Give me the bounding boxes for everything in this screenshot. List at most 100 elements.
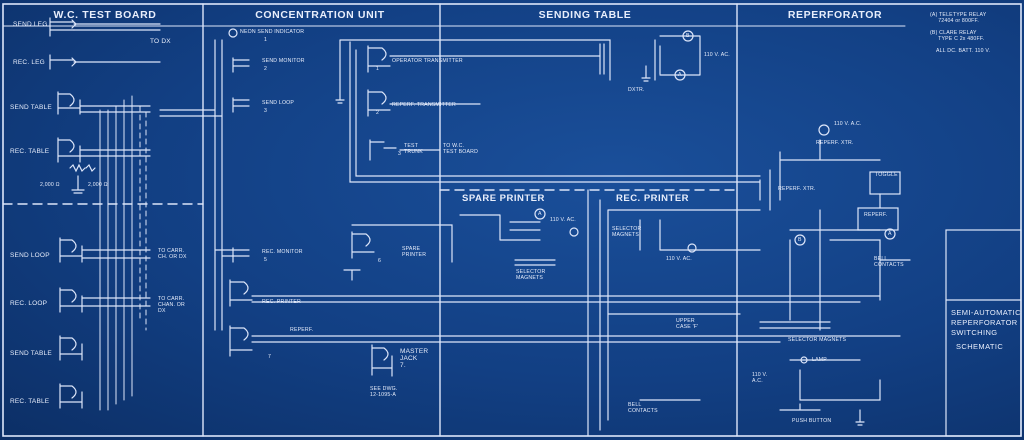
test-trunk-jack xyxy=(369,139,397,161)
label-spare-ac: 110 V. AC. xyxy=(550,217,576,223)
label-operator-transmitter: OPERATOR TRANSMITTER xyxy=(392,58,463,64)
label-rec-table-bottom: REC. TABLE xyxy=(10,398,50,405)
label-lamp: LAMP xyxy=(812,357,827,363)
toggle-box xyxy=(869,171,901,195)
label-reperf-relay-a: A xyxy=(888,231,892,237)
wire-to-dx-1 xyxy=(73,23,161,31)
label-selector-magnets: SELECTOR MAGNETS xyxy=(788,337,847,343)
label-send-table-top: SEND TABLE xyxy=(10,104,52,111)
label-test-trunk: TEST TRUNK xyxy=(404,143,423,155)
label-master-jack: MASTER JACK 7. xyxy=(400,348,429,369)
jack-rec-leg xyxy=(49,54,77,70)
neon-indicator xyxy=(228,28,238,38)
label-to-wc: TO W.C. TEST BOARD xyxy=(443,143,479,155)
jack-send-table-bottom xyxy=(59,335,83,361)
label-rec-printer-cu: REC. PRINTER xyxy=(262,299,302,305)
wire-rec-table xyxy=(79,149,151,157)
label-reperf-xtr-top: REPERF. XTR. xyxy=(816,140,854,146)
label-rec-leg: REC. LEG xyxy=(13,59,45,66)
sheet-border xyxy=(2,3,1022,437)
label-reperf-ac-bottom: 110 V. A.C. xyxy=(752,372,768,384)
jack-send-loop-cu xyxy=(232,97,250,113)
label-spare-selector: SELECTOR MAGNETS xyxy=(516,269,546,281)
label-send-monitor: SEND MONITOR xyxy=(262,58,305,64)
resistors xyxy=(69,163,96,194)
reperf-xtr-top xyxy=(779,139,881,201)
jack-rec-table-top xyxy=(57,137,81,163)
spare-relay xyxy=(509,221,541,231)
reperf-wiring xyxy=(789,193,911,331)
wire-send-table xyxy=(79,105,151,113)
label-rec-selector: SELECTOR MAGNETS xyxy=(612,226,642,238)
label-reperf-box: REPERF. xyxy=(864,212,888,218)
spare-ac xyxy=(569,227,579,237)
label-to-carr-1: TO CARR. CH. OR DX xyxy=(158,248,187,260)
label-spare-num: 6 xyxy=(378,258,382,264)
label-send-monitor-num: 2 xyxy=(264,66,268,72)
label-reperf-relay-b: B xyxy=(798,237,802,243)
sending-ground xyxy=(641,65,651,82)
spare-printer-jack xyxy=(351,231,375,259)
reperf-ac-top xyxy=(818,124,830,136)
label-spare-relay-a: A xyxy=(538,211,542,217)
label-jack-7: 7 xyxy=(268,354,272,360)
label-reperf-bell: BELL CONTACTS xyxy=(874,256,904,268)
jack-rec-printer-cu xyxy=(229,279,253,307)
reperf-relay-a xyxy=(884,228,896,240)
label-to-dx: TO DX xyxy=(150,38,171,45)
label-test-num: 3 xyxy=(398,151,402,157)
label-rec-bell: BELL CONTACTS xyxy=(628,402,658,414)
reperf-relay-b xyxy=(794,234,806,246)
label-relay-a-sending: A xyxy=(678,72,682,78)
label-send-leg: SEND LEG xyxy=(13,21,48,28)
label-upper-case: UPPER CASE 'F' xyxy=(676,318,699,330)
label-send-table-bottom: SEND TABLE xyxy=(10,350,52,357)
jack-send-table-top xyxy=(57,91,81,115)
dashed-bus-1 xyxy=(139,105,147,331)
long-wire-reperf xyxy=(251,335,901,343)
label-reperf-ac-top: 110 V. A.C. xyxy=(834,121,862,127)
rec-printer-bus xyxy=(599,199,761,431)
note-dc-batt: ALL DC. BATT. 110 V. xyxy=(936,48,991,54)
heading-spare-printer: SPARE PRINTER xyxy=(462,193,545,204)
title-block-subtitle: SCHEMATIC xyxy=(956,342,1004,351)
heading-rec-printer: REC. PRINTER xyxy=(616,193,690,204)
rec-ac xyxy=(687,243,697,253)
spare-relay-a xyxy=(534,208,546,220)
label-see-dwg: SEE DWG. 12-1095-A xyxy=(370,386,398,398)
master-jack-drawing xyxy=(371,344,393,377)
lamp-symbol xyxy=(800,356,808,364)
jack-send-loop xyxy=(59,237,83,263)
spare-bus xyxy=(343,214,541,281)
label-rec-ac: 110 V. AC. xyxy=(666,256,692,262)
sending-bus xyxy=(339,39,761,183)
label-reperf-num: 2 xyxy=(376,110,380,116)
label-v110-sending: 110 V. AC. xyxy=(704,52,730,58)
label-rec-monitor-num: 5 xyxy=(264,257,268,263)
vertical-bus-1 xyxy=(99,95,133,411)
note-teletype-relay: (A) TELETYPE RELAY 72404 or 800FF. xyxy=(930,12,987,24)
heading-concentration: CONCENTRATION UNIT xyxy=(255,9,385,21)
push-button xyxy=(779,403,821,411)
jack-send-leg xyxy=(49,17,77,37)
label-to-carr-2: TO CARR. CHAN. OR DX xyxy=(158,296,185,314)
label-rec-monitor: REC. MONITOR xyxy=(262,249,303,255)
label-resistor-right: 2,000 Ω xyxy=(88,182,108,188)
concentration-bus xyxy=(159,39,234,331)
title-block-frame xyxy=(945,229,1022,437)
label-relay-b-sending: B xyxy=(686,33,690,39)
operator-transmitter-jack xyxy=(367,45,391,73)
reperf-xtr xyxy=(759,169,771,211)
heading-test-board: W.C. TEST BOARD xyxy=(53,9,157,21)
label-resistor-left: 2,000 Ω xyxy=(40,182,60,188)
label-reperf-xtr: REPERF. XTR. xyxy=(778,186,816,192)
long-wire-rec-printer xyxy=(251,295,881,303)
label-spare-printer: SPARE PRINTER xyxy=(402,246,427,258)
label-toggle: TOGGLE xyxy=(875,172,898,178)
label-op-num: 1 xyxy=(376,66,380,72)
label-reperf-cu: REPERF. xyxy=(290,327,314,333)
label-rec-loop: REC. LOOP xyxy=(10,300,48,307)
heading-reperforator: REPERFORATOR xyxy=(787,9,883,21)
